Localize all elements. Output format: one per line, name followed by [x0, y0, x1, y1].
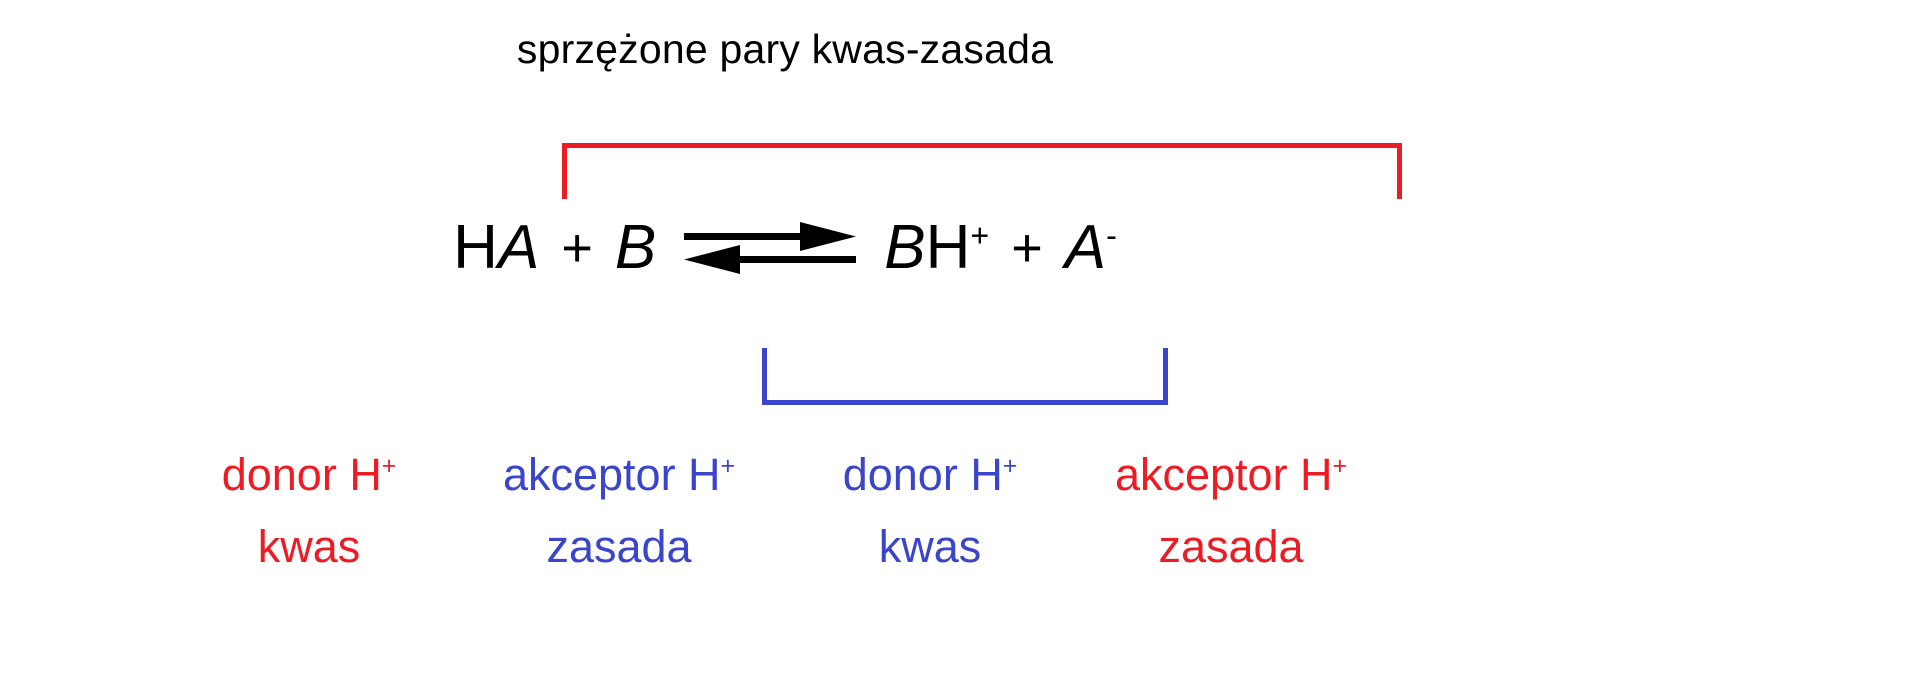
- label-column-reactant-base: akceptor H+ zasada: [444, 452, 794, 569]
- label-species-3: kwas: [878, 521, 982, 572]
- reactant-base-B-letter: B: [614, 213, 657, 282]
- equilibrium-arrow-icon: [682, 216, 858, 280]
- plus-sign-reactants: +: [561, 218, 593, 278]
- reactant-acid-A: A: [497, 213, 540, 282]
- product-acid-H: H: [925, 213, 971, 282]
- label-column-product-base: akceptor H+ zasada: [1066, 452, 1396, 569]
- diagram-title: sprzężone pary kwas-zasada: [516, 26, 1054, 72]
- product-acid-BH-plus: BH+: [884, 217, 989, 279]
- label-species-4: zasada: [1158, 521, 1304, 572]
- conjugate-pair-bracket-red: [562, 143, 1402, 199]
- role-label-row: donor H+ kwas akceptor H+ zasada donor H…: [0, 452, 1570, 592]
- conjugate-pair-bracket-blue: [762, 348, 1168, 405]
- label-role-2-text: akceptor H: [502, 449, 721, 500]
- label-role-4-text: akceptor H: [1114, 449, 1333, 500]
- label-role-1-charge: +: [381, 453, 397, 480]
- label-column-product-acid: donor H+ kwas: [794, 452, 1066, 569]
- label-role-4-charge: +: [1332, 453, 1348, 480]
- reactant-acid-HA: HA: [453, 217, 539, 279]
- reactant-acid-H: H: [453, 213, 498, 282]
- label-species-2: zasada: [546, 521, 692, 572]
- label-role-3-charge: +: [1002, 453, 1018, 480]
- label-species-1: kwas: [257, 521, 361, 572]
- label-role-2: akceptor H+: [450, 452, 788, 497]
- product-acid-charge: +: [970, 217, 990, 254]
- chemical-equation: HA + B BH+ + A-: [0, 200, 1570, 296]
- label-role-1: donor H+: [180, 452, 438, 497]
- label-role-4: akceptor H+: [1072, 452, 1390, 497]
- product-base-charge: -: [1106, 217, 1117, 254]
- reactant-base-B: B: [615, 217, 656, 279]
- label-role-3: donor H+: [800, 452, 1060, 497]
- label-column-reactant-acid: donor H+ kwas: [174, 452, 444, 569]
- label-role-1-text: donor H: [221, 449, 382, 500]
- product-base-A: A: [1064, 213, 1107, 282]
- product-acid-B: B: [884, 213, 926, 282]
- plus-sign-products: +: [1011, 218, 1043, 278]
- label-role-3-text: donor H: [842, 449, 1003, 500]
- product-base-A-minus: A-: [1065, 217, 1117, 279]
- label-role-2-charge: +: [720, 453, 736, 480]
